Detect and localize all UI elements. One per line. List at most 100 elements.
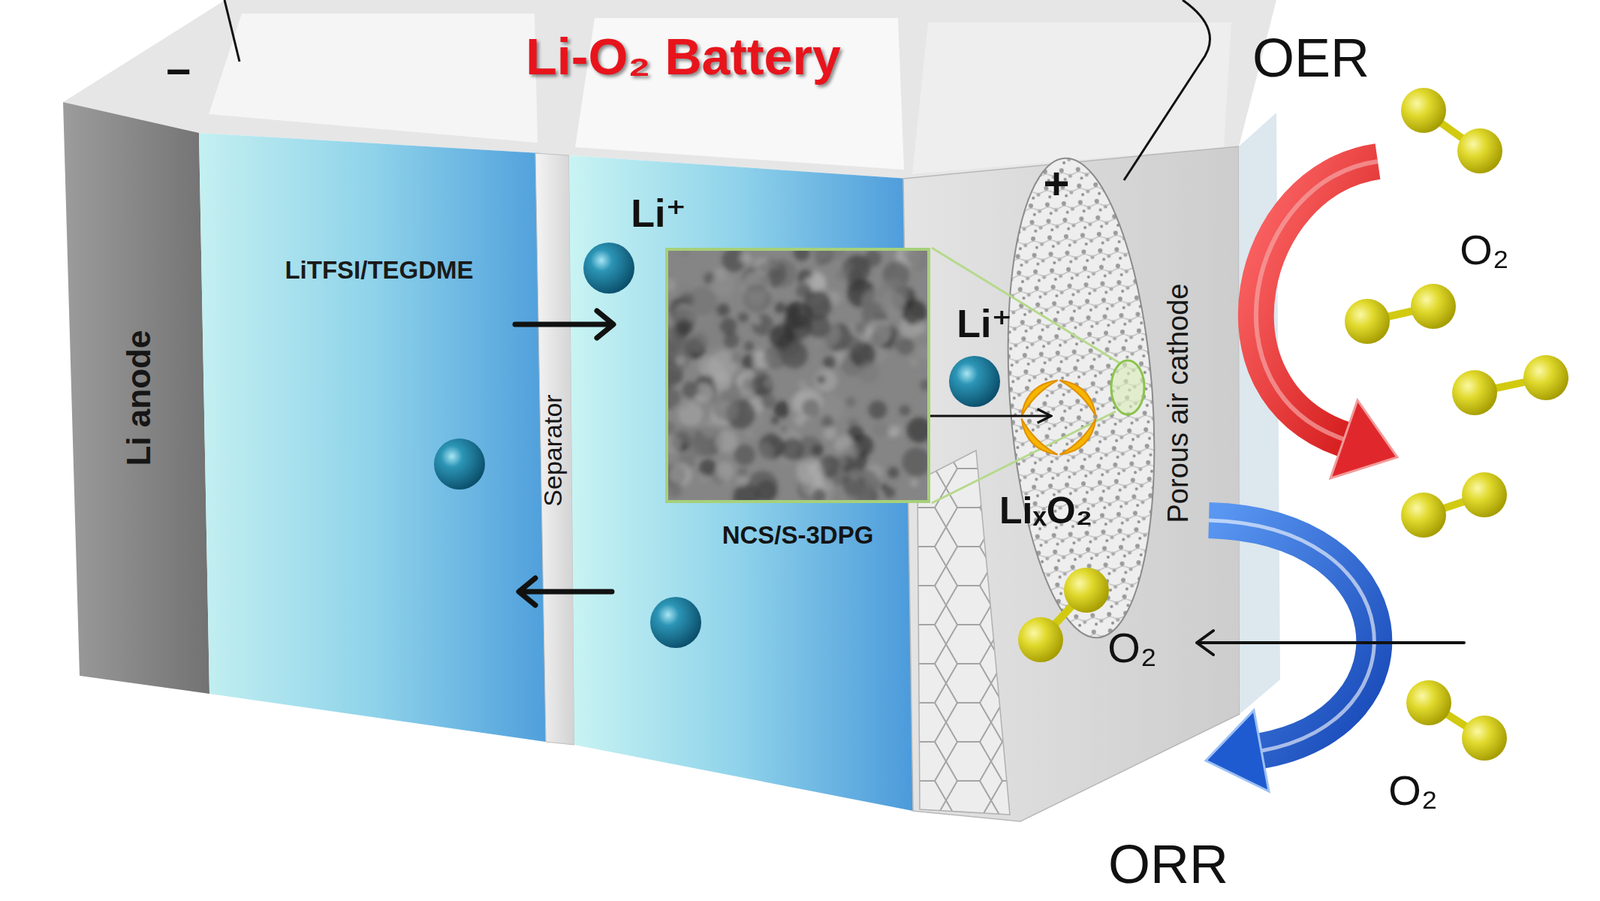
- tem-grain: [795, 283, 812, 299]
- tem-grain: [716, 461, 734, 480]
- tem-grain: [774, 301, 787, 314]
- tem-grain: [668, 388, 681, 407]
- tem-grain: [793, 415, 805, 427]
- reaction-label: OER: [1252, 28, 1370, 88]
- tem-grain: [879, 291, 905, 317]
- tem-grain: [672, 304, 681, 312]
- li-ions: [433, 242, 1001, 648]
- tem-grain: [675, 318, 694, 336]
- tem-grain: [773, 400, 791, 419]
- tem-grain: [738, 312, 749, 323]
- tem-grain: [828, 486, 843, 501]
- tem-grain: [900, 363, 919, 382]
- tem-grains: [668, 250, 928, 501]
- tem-grain: [828, 250, 846, 260]
- tem-grain: [742, 399, 751, 407]
- tem-grain: [876, 344, 883, 351]
- orr-arrow-shine: [1208, 520, 1375, 751]
- lead-wire: [1123, 0, 1211, 181]
- li-anode-plate: [63, 102, 210, 694]
- o2-molecule: [1401, 87, 1503, 174]
- cathode-cells: [917, 450, 1010, 815]
- tem-grain: [858, 361, 880, 384]
- tem-grain: [807, 314, 831, 338]
- illustration-circle: [1401, 492, 1447, 538]
- tem-grain: [681, 381, 700, 399]
- tem-grain: [887, 467, 900, 480]
- tem-grain: [730, 352, 742, 364]
- illustration-circle: [1452, 370, 1498, 416]
- tem-grain: [793, 388, 823, 418]
- oer-arrow: [1256, 161, 1398, 479]
- vertical-label: Porous air cathode: [1163, 283, 1195, 523]
- tem-grain: [752, 316, 762, 326]
- tem-grain: [867, 400, 887, 420]
- air-cathode: Porous air cathode: [1051, 195, 1232, 789]
- electrolyte-label: LiTFSI/TEGDME: [284, 256, 474, 284]
- tem-grain: [741, 379, 757, 394]
- tem-grain: [715, 430, 739, 453]
- tem-grain: [793, 250, 811, 262]
- terminal-sign: −: [165, 47, 192, 96]
- tem-grain: [668, 482, 683, 498]
- tem-grain: [845, 334, 862, 351]
- illustration-circle: [1523, 355, 1569, 401]
- o2-molecule: [1344, 283, 1456, 344]
- separator-sheet: [535, 153, 575, 745]
- ion-label: Li⁺: [956, 302, 1013, 346]
- tem-grain: [668, 421, 676, 437]
- tem-grain: [801, 398, 820, 417]
- tem-grain: [922, 347, 928, 358]
- illustration-circle: [1344, 298, 1390, 344]
- cathode-housing: [903, 146, 1240, 822]
- porous-zoom: [993, 153, 1170, 643]
- tem-grain: [743, 283, 772, 312]
- tem-grain: [856, 427, 863, 434]
- species-label: O₂: [1388, 767, 1438, 814]
- tem-grain: [811, 444, 824, 457]
- node-label: NCS/S-3DPG: [722, 521, 874, 549]
- lead-wires: [224, 0, 1211, 181]
- species-label: O₂: [1459, 226, 1509, 274]
- illustration-circle: [1406, 680, 1452, 726]
- crescent: [1059, 373, 1103, 416]
- tem-grain: [675, 355, 686, 365]
- o2-molecules: [1018, 87, 1569, 761]
- tem-grain: [796, 458, 824, 486]
- tem-grain: [720, 317, 738, 335]
- tem-grain: [822, 355, 837, 369]
- tem-grain: [744, 341, 754, 352]
- illustration-circle: [1018, 617, 1064, 663]
- o2-molecule: [1018, 567, 1109, 663]
- zoom-spot: [1111, 360, 1145, 415]
- tem-grain: [888, 428, 898, 438]
- electrolyte: [198, 132, 546, 742]
- tem-grain: [835, 268, 848, 281]
- tem-grain: [901, 447, 928, 477]
- tem-grain: [872, 421, 888, 437]
- o2-molecule: [1401, 472, 1507, 538]
- orr-arrow: [1205, 520, 1375, 792]
- reaction-label: ORR: [1108, 834, 1229, 895]
- tem-grain: [856, 485, 878, 501]
- tem-grain: [746, 430, 754, 437]
- tem-grain: [678, 250, 691, 258]
- tem-grain: [811, 250, 829, 262]
- tem-grain: [814, 369, 838, 392]
- tem-grain: [723, 331, 739, 348]
- tem-grain: [910, 479, 919, 487]
- tem-grain: [711, 273, 735, 297]
- tem-grain: [781, 437, 805, 461]
- o2-molecule: [1452, 355, 1569, 416]
- tem-grain: [812, 488, 827, 501]
- tem-grain: [854, 322, 867, 335]
- tem-texture: [668, 250, 928, 501]
- tem-grain: [717, 303, 730, 317]
- illustration-circle: [1063, 567, 1109, 613]
- tem-grain: [907, 250, 928, 272]
- lixo2-crescents: [1014, 373, 1103, 462]
- product-label: LiₓO₂: [999, 490, 1093, 532]
- tem-grain: [736, 474, 749, 487]
